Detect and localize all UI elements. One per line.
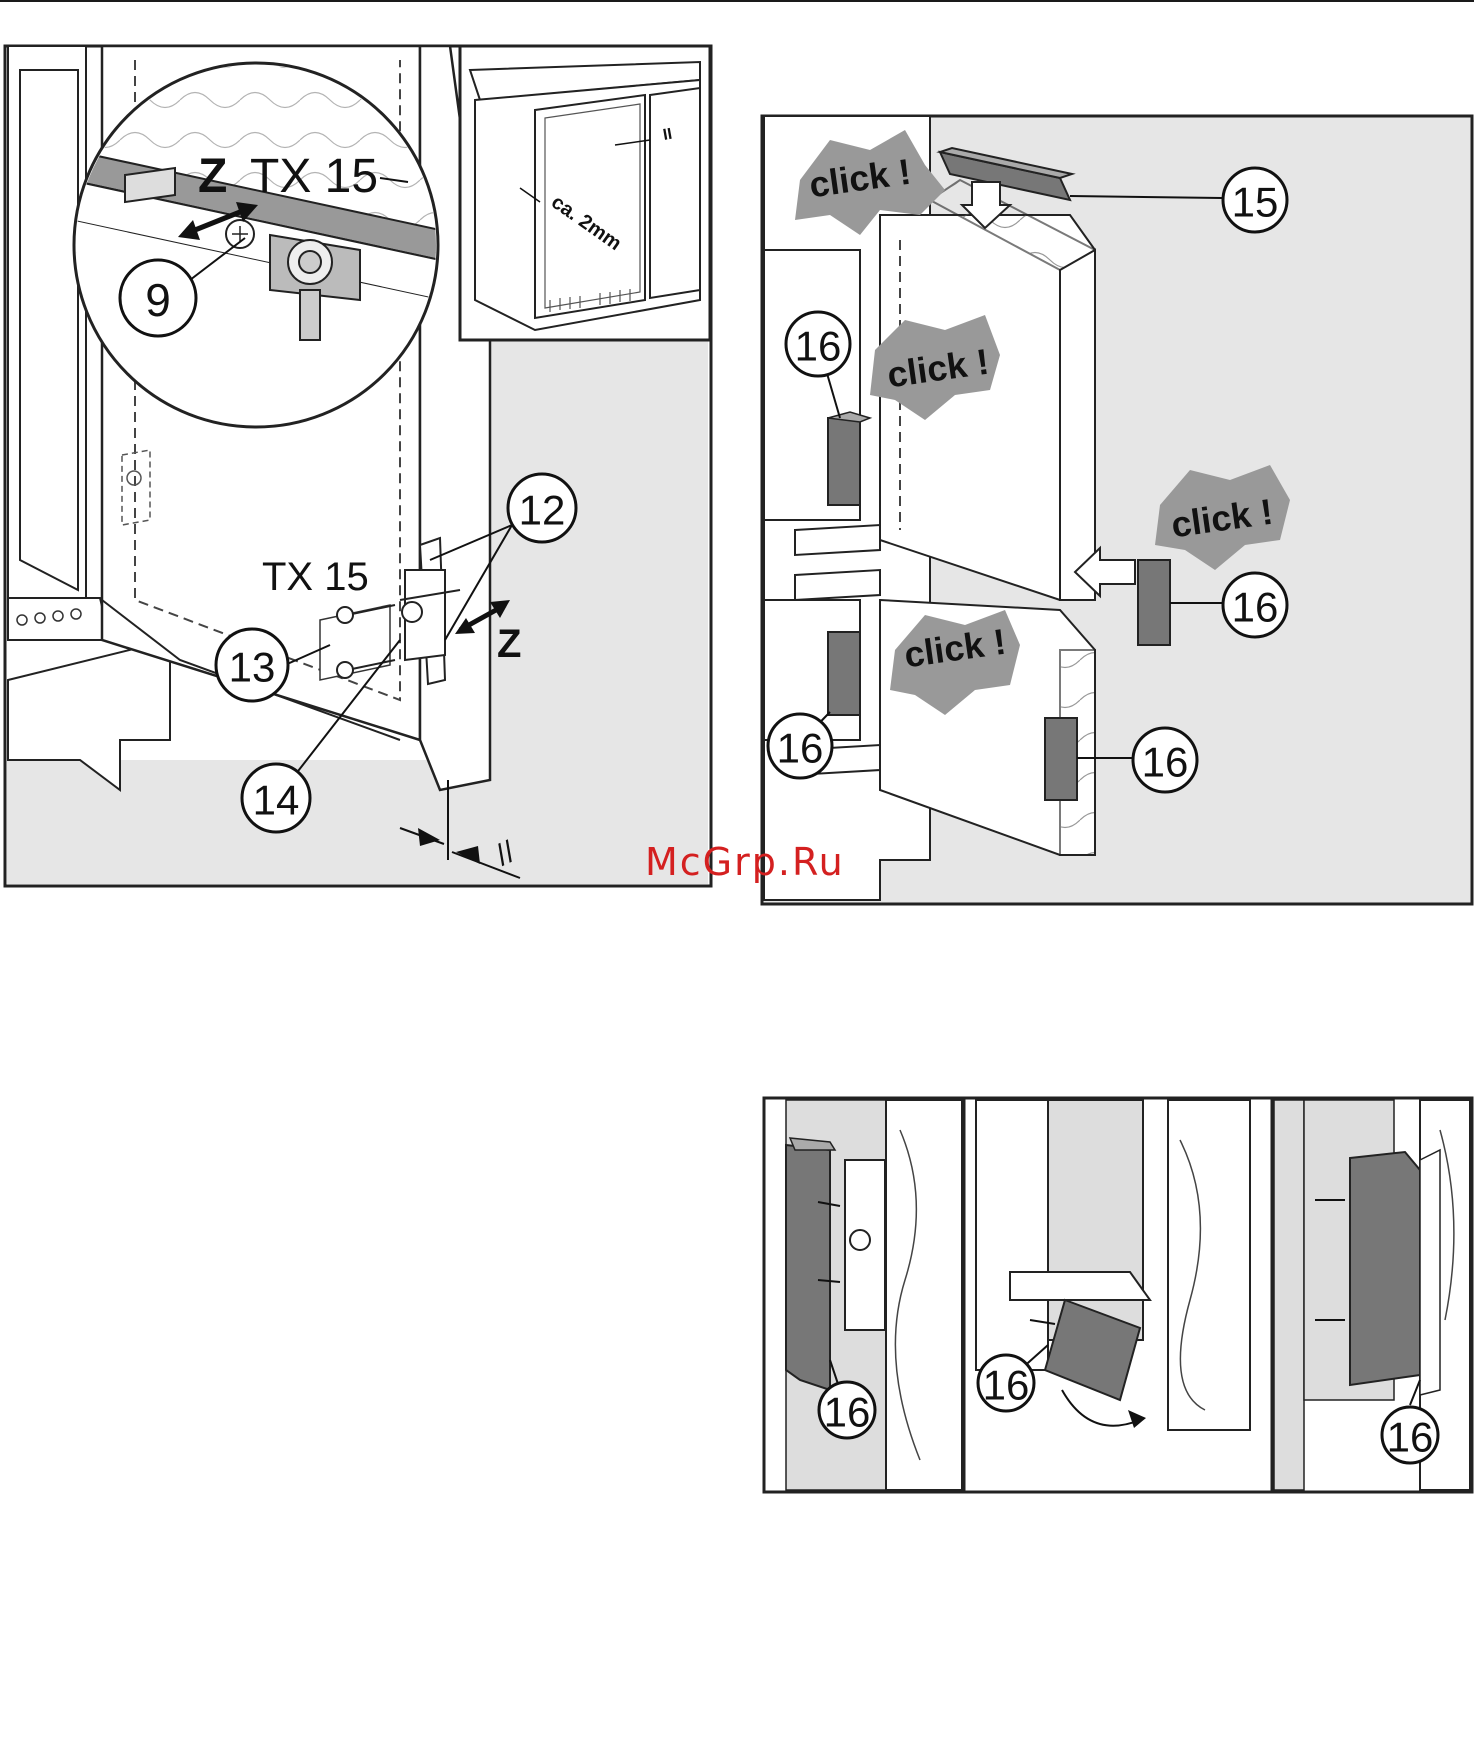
svg-text:16: 16 <box>777 725 824 772</box>
svg-text:12: 12 <box>519 487 566 534</box>
svg-text:13: 13 <box>229 644 276 691</box>
callout-16-panel-2: 16 <box>978 1355 1034 1411</box>
callout-16-lower-right: 16 <box>1133 728 1197 792</box>
svg-text:16: 16 <box>824 1389 871 1436</box>
svg-text:16: 16 <box>1387 1414 1434 1461</box>
callout-16-lower-left: 16 <box>768 714 832 778</box>
callout-16-panel-3: 16 <box>1382 1407 1438 1463</box>
svg-text:16: 16 <box>1232 584 1279 631</box>
tool-label-bottom: TX 15 <box>262 555 369 599</box>
callout-14: 14 <box>242 764 310 832</box>
callout-15: 15 <box>1223 168 1287 232</box>
svg-text:15: 15 <box>1232 179 1279 226</box>
axis-label-top: Z <box>198 150 227 203</box>
tool-label-top: TX 15 <box>250 150 378 203</box>
callout-12: 12 <box>508 474 576 542</box>
svg-text:16: 16 <box>983 1362 1030 1409</box>
callout-16-upper-left: 16 <box>786 312 850 376</box>
figure-b-cover-caps <box>762 116 1472 904</box>
callout-16-right: 16 <box>1223 573 1287 637</box>
callout-16-panel-1: 16 <box>819 1382 875 1438</box>
gap-inset <box>460 46 710 340</box>
callout-13: 13 <box>216 629 288 701</box>
callout-9: 9 <box>120 260 196 336</box>
svg-text:9: 9 <box>145 274 171 326</box>
svg-text:16: 16 <box>1142 739 1189 786</box>
watermark: McGrp.Ru <box>645 840 845 884</box>
svg-text:14: 14 <box>253 777 300 824</box>
axis-label-bottom: Z <box>497 622 521 666</box>
svg-text:16: 16 <box>795 323 842 370</box>
